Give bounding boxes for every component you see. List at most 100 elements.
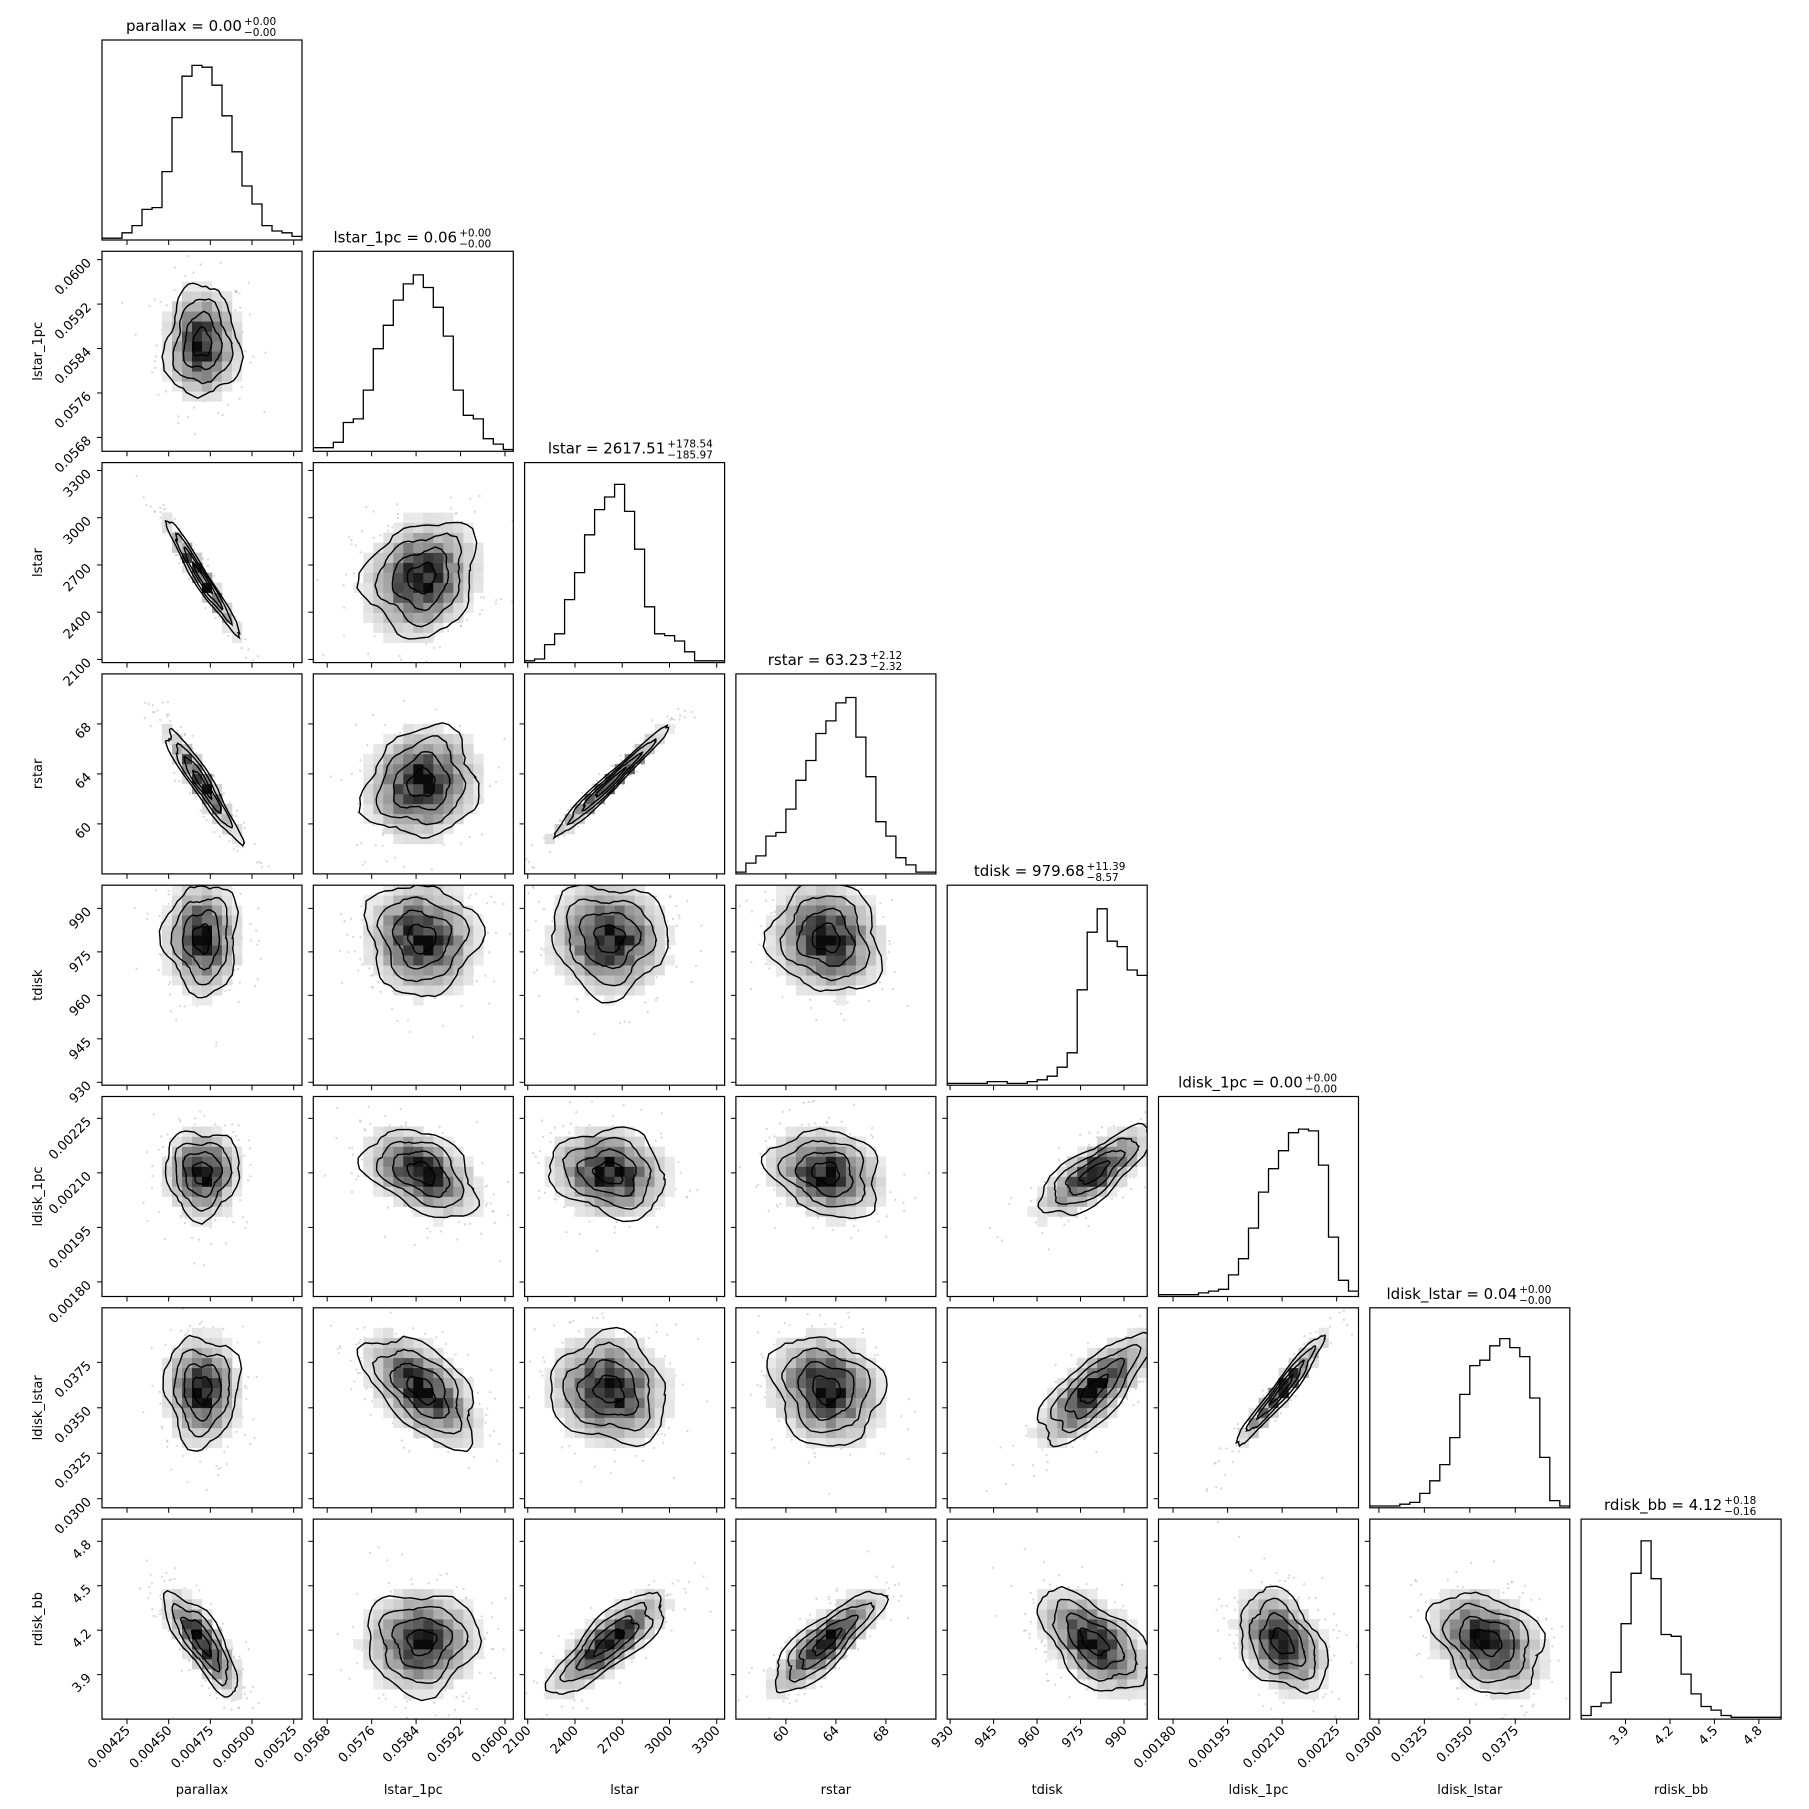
scatter-point bbox=[482, 596, 486, 599]
density-cell bbox=[202, 1186, 213, 1197]
panel-rstar-vs-rstar: rstar = 63.23+2.12−2.32 bbox=[735, 650, 937, 879]
scatter-point bbox=[235, 809, 239, 812]
contour-level-3 bbox=[175, 742, 234, 829]
density-cell bbox=[423, 965, 434, 976]
scatter-point bbox=[238, 981, 242, 984]
density-cell bbox=[604, 1146, 615, 1157]
scatter-point bbox=[613, 1231, 616, 1234]
density-cell bbox=[604, 1206, 615, 1217]
density-cell bbox=[644, 1186, 655, 1197]
density-cell bbox=[222, 1206, 233, 1217]
density-cell bbox=[614, 975, 625, 986]
scatter-point bbox=[255, 929, 258, 932]
scatter-point bbox=[176, 731, 179, 734]
density-cell bbox=[393, 793, 404, 805]
density-cell bbox=[594, 1146, 605, 1157]
density-cell bbox=[835, 975, 847, 986]
scatter-point bbox=[236, 968, 240, 971]
density-cell bbox=[614, 1156, 625, 1167]
panel-content bbox=[323, 1105, 510, 1263]
scatter-point bbox=[453, 1140, 456, 1143]
scatter-point bbox=[485, 902, 489, 905]
scatter-point bbox=[535, 969, 539, 972]
density-cell bbox=[212, 985, 223, 996]
density-cell bbox=[453, 905, 464, 916]
density-cell bbox=[845, 935, 857, 946]
density-cell bbox=[845, 955, 857, 966]
title-sub: −185.97 bbox=[667, 450, 713, 462]
density-cell bbox=[463, 1166, 474, 1177]
density-cell bbox=[192, 1136, 203, 1147]
density-cell bbox=[202, 1126, 213, 1137]
density-cell bbox=[373, 955, 384, 966]
scatter-point bbox=[484, 1204, 488, 1207]
density-cell bbox=[463, 1156, 474, 1167]
density-cell bbox=[202, 351, 213, 362]
scatter-point bbox=[765, 1127, 769, 1131]
scatter-point bbox=[468, 835, 471, 839]
scatter-point bbox=[405, 1121, 408, 1124]
scatter-point bbox=[906, 1004, 909, 1008]
density-cell bbox=[634, 955, 645, 966]
scatter-point bbox=[838, 878, 840, 880]
density-cell bbox=[574, 935, 585, 946]
scatter-point bbox=[569, 1122, 573, 1125]
title-main: lstar_1pc = 0.06 bbox=[334, 228, 458, 247]
density-cell bbox=[172, 341, 183, 352]
density-cell bbox=[634, 945, 645, 956]
density-cell bbox=[865, 975, 877, 986]
scatter-point bbox=[194, 795, 197, 798]
density-cell bbox=[795, 905, 807, 916]
scatter-point bbox=[214, 616, 217, 619]
histogram-tdisk bbox=[947, 908, 1148, 1086]
scatter-point bbox=[492, 1210, 495, 1213]
density-cell bbox=[433, 612, 444, 623]
density-cell bbox=[182, 945, 193, 956]
y-axis-label-tdisk: tdisk bbox=[31, 969, 46, 1001]
density-cell bbox=[212, 1146, 223, 1157]
density-cell bbox=[584, 1146, 595, 1157]
y-tick-label: 0.00225 bbox=[46, 1115, 95, 1164]
scatter-point bbox=[773, 882, 775, 884]
density-cell bbox=[624, 905, 635, 916]
density-cell bbox=[383, 592, 394, 603]
density-cell bbox=[815, 935, 827, 946]
scatter-point bbox=[671, 717, 674, 721]
density-cell bbox=[403, 552, 414, 563]
scatter-point bbox=[628, 1225, 631, 1228]
scatter-point bbox=[203, 1114, 206, 1118]
density-cell bbox=[574, 915, 585, 926]
density-cell bbox=[212, 1186, 223, 1197]
contour-level-1 bbox=[191, 1161, 214, 1185]
density-cell bbox=[433, 965, 444, 976]
scatter-point bbox=[767, 1210, 770, 1213]
density-cell bbox=[403, 602, 414, 613]
scatter-point bbox=[381, 834, 385, 837]
density-cell bbox=[855, 935, 867, 946]
contour-level-2 bbox=[182, 310, 223, 371]
density-cell bbox=[162, 351, 173, 362]
density-cell bbox=[363, 592, 374, 603]
contour-level-2 bbox=[796, 907, 857, 967]
scatter-point bbox=[239, 1199, 242, 1202]
density-cell bbox=[805, 885, 817, 896]
scatter-point bbox=[655, 976, 658, 979]
scatter-point bbox=[174, 530, 177, 533]
density-cell bbox=[594, 1166, 605, 1177]
density-cell bbox=[423, 833, 434, 845]
scatter-point bbox=[157, 969, 160, 972]
scatter-point bbox=[411, 1210, 414, 1213]
density-cell bbox=[835, 905, 847, 916]
density-cell bbox=[594, 895, 605, 906]
density-cell bbox=[614, 935, 625, 946]
scatter-point bbox=[827, 868, 829, 870]
density-cell bbox=[865, 915, 877, 926]
scatter-point bbox=[243, 826, 246, 829]
density-cell bbox=[373, 1156, 384, 1167]
scatter-point bbox=[479, 612, 482, 616]
scatter-point bbox=[660, 1132, 663, 1135]
contour-lines bbox=[357, 1128, 481, 1219]
density-cell bbox=[564, 975, 575, 986]
scatter-point bbox=[507, 1180, 510, 1183]
